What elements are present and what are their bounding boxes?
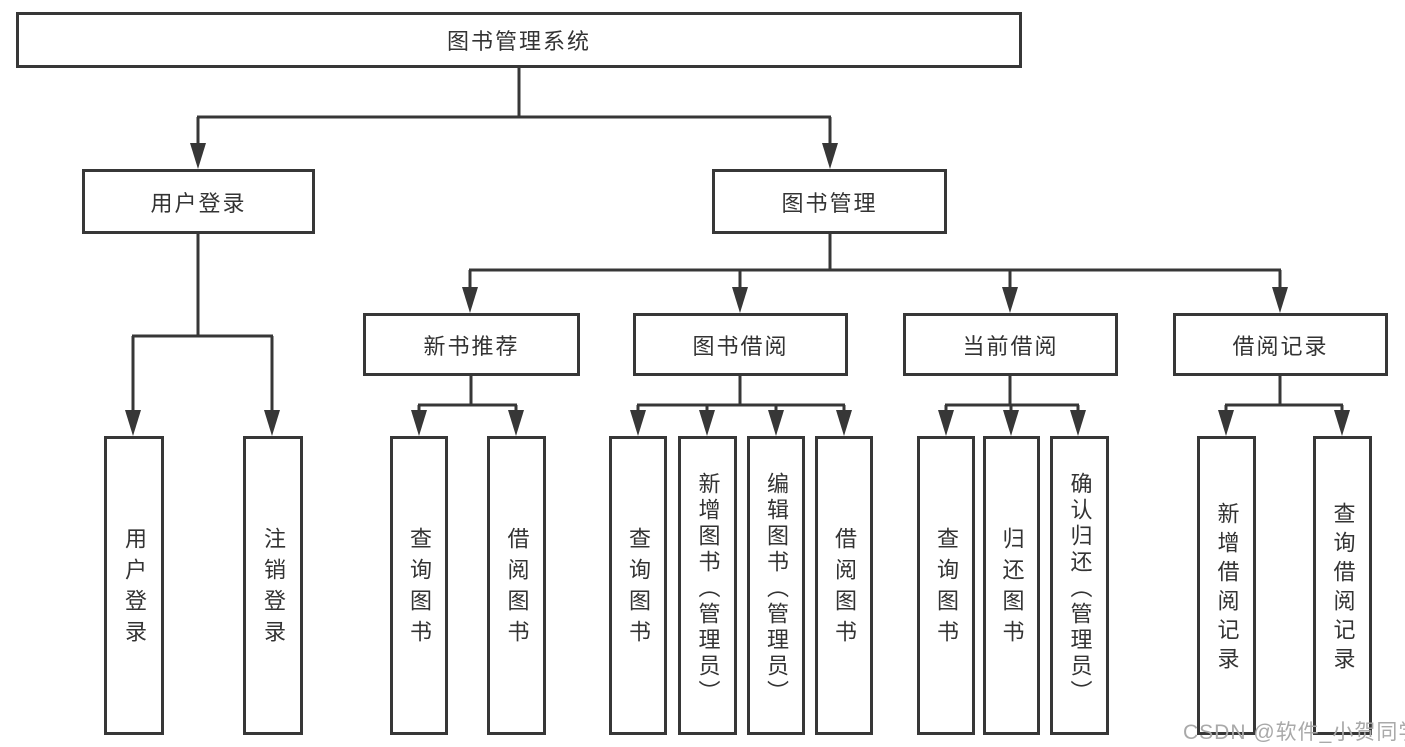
leaf-logout: 注销登录 [243, 436, 303, 735]
node-user-login: 用户登录 [82, 169, 315, 234]
leaf-return-books: 归还图书 [983, 436, 1040, 735]
connector-book-borrow [636, 376, 846, 428]
csdn-watermark: CSDN @软件_小贺同学 [1183, 721, 1405, 744]
leaf-query-borrow-record: 查询借阅记录 [1313, 436, 1372, 735]
connector-borrow-records [1224, 376, 1344, 428]
node-library-management-system: 图书管理系统 [16, 12, 1022, 68]
connector-user-login [131, 234, 274, 428]
node-new-book-recommend: 新书推荐 [363, 313, 580, 376]
connector-root [196, 67, 832, 160]
leaf-edit-books-admin: 编辑图书（管理员） [747, 436, 805, 735]
leaf-user-login: 用户登录 [104, 436, 164, 735]
leaf-add-books-admin: 新增图书（管理员） [678, 436, 737, 735]
node-book-borrow: 图书借阅 [633, 313, 848, 376]
node-borrow-records: 借阅记录 [1173, 313, 1388, 376]
node-book-management: 图书管理 [712, 169, 947, 234]
leaf-borrow-books-recommend: 借阅图书 [487, 436, 546, 735]
connector-book-management [468, 234, 1282, 305]
leaf-add-borrow-record: 新增借阅记录 [1197, 436, 1256, 735]
leaf-borrow-books-borrow: 借阅图书 [815, 436, 873, 735]
leaf-query-books-recommend: 查询图书 [390, 436, 448, 735]
connector-new-book-recommend [417, 376, 518, 428]
arrowheads [125, 143, 1350, 436]
node-current-borrow: 当前借阅 [903, 313, 1118, 376]
leaf-confirm-return-admin: 确认归还（管理员） [1050, 436, 1109, 735]
leaf-query-books-borrow: 查询图书 [609, 436, 667, 735]
leaf-query-books-current: 查询图书 [917, 436, 975, 735]
